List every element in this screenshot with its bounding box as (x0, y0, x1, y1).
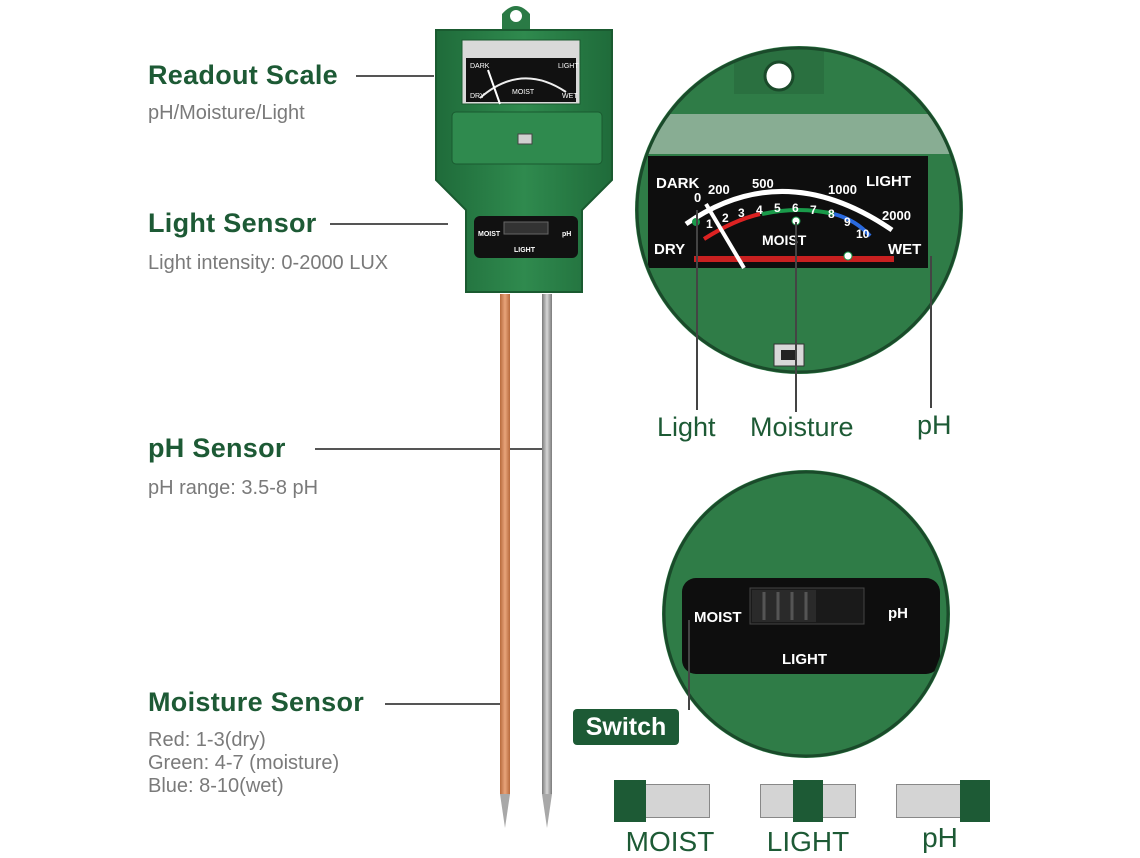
steel-probe (542, 294, 552, 794)
lux-tick-2000: 2000 (882, 208, 911, 223)
mini-switch-slider[interactable] (503, 221, 549, 235)
moist-tick-10: 10 (856, 227, 870, 241)
zoom-dark-label: DARK (656, 175, 699, 192)
mini-scale-arc (479, 77, 567, 99)
position-moist-label: MOIST (625, 826, 715, 857)
zoom-wet-label: WET (888, 241, 921, 258)
position-moist-diagram (614, 780, 710, 822)
moist-tick-6: 6 (792, 201, 799, 215)
ph-marker-dot (843, 251, 853, 261)
moist-tick-9: 9 (844, 215, 851, 229)
mini-switch-ph: pH (562, 231, 571, 238)
zoom-hanger-hole (763, 60, 795, 92)
hanger-hole (510, 10, 522, 22)
mini-needle (487, 69, 501, 105)
switch-callout-badge: Switch (573, 709, 679, 745)
moisture-sensor-leader (385, 703, 503, 705)
position-light-label: LIGHT (766, 826, 850, 857)
position-ph-label: pH (922, 822, 958, 853)
position-light-diagram (760, 780, 856, 822)
lux-tick-0: 0 (694, 190, 701, 205)
zoom-switch-plate (682, 578, 940, 674)
mini-light-label: LIGHT (558, 63, 579, 70)
position-light-knob (793, 780, 823, 822)
zoom-switch-light-label: LIGHT (782, 651, 827, 668)
mini-wet-label: WET (562, 93, 578, 100)
light-sensor-title: Light Sensor (148, 208, 317, 238)
zoom-switch-moist-label: MOIST (694, 609, 742, 626)
mini-switch-moist: MOIST (478, 231, 501, 238)
zoom-needle (704, 202, 746, 270)
ph-sensor-desc: pH range: 3.5-8 pH (148, 477, 319, 499)
moist-tick-5: 5 (774, 201, 781, 215)
ph-sensor-leader (315, 448, 547, 450)
zoom-switch-ph-label: pH (888, 605, 908, 622)
zoom-light-label: LIGHT (866, 173, 911, 190)
mini-dark-label: DARK (470, 63, 490, 70)
zoom-meter-circle: DARK LIGHT DRY WET MOIST 0 200 500 1000 … (635, 46, 963, 374)
switch-callout-line (688, 620, 690, 710)
mini-moist-label: MOIST (512, 89, 535, 96)
zoom-dry-label: DRY (654, 241, 685, 258)
readout-scale-title: Readout Scale (148, 60, 338, 90)
ph-callout-label: pH (917, 410, 952, 440)
light-sensor-chip (517, 133, 533, 145)
position-moist-knob (614, 780, 646, 822)
copper-probe (500, 294, 510, 794)
moist-tick-3: 3 (738, 206, 745, 220)
wet-band-blue (833, 212, 872, 238)
moist-tick-2: 2 (722, 211, 729, 225)
moist-tick-labels: 1 2 3 4 5 6 7 8 9 10 (706, 201, 870, 241)
moist-tick-7: 7 (810, 203, 817, 217)
light-callout-label: Light (657, 412, 716, 442)
light-callout-line (696, 210, 698, 410)
position-ph-knob (960, 780, 990, 822)
zoom-moist-label: MOIST (762, 232, 807, 248)
zoom-chip-core (781, 350, 797, 360)
readout-scale-desc: pH/Moisture/Light (148, 102, 305, 124)
moist-tick-1: 1 (706, 217, 713, 231)
lux-tick-500: 500 (752, 176, 774, 191)
moisture-callout-label: Moisture (750, 412, 854, 442)
zoom-window-glass (637, 114, 961, 154)
zoom-switch-circle: MOIST pH LIGHT (662, 470, 950, 758)
light-sensor-desc: Light intensity: 0-2000 LUX (148, 252, 389, 274)
ph-callout-line (930, 256, 932, 408)
moist-band-green (761, 208, 835, 216)
mini-switch-light: LIGHT (514, 247, 536, 254)
steel-probe-tip (542, 794, 552, 828)
soil-meter-illustration: DARK LIGHT DRY WET MOIST MOIST pH LIGHT (435, 6, 613, 828)
lux-tick-1000: 1000 (828, 182, 857, 197)
moisture-sensor-desc-red: Red: 1-3(dry) (148, 729, 266, 751)
ph-sensor-title: pH Sensor (148, 433, 286, 463)
moisture-sensor-title: Moisture Sensor (148, 687, 365, 717)
light-sensor-leader (330, 223, 448, 225)
mini-dry-label: DRY (470, 93, 485, 100)
moisture-sensor-desc-blue: Blue: 8-10(wet) (148, 775, 284, 797)
moist-tick-8: 8 (828, 207, 835, 221)
moisture-callout-line (795, 222, 797, 412)
zoom-meter-rim (635, 46, 963, 374)
position-ph-diagram (896, 780, 992, 822)
zoom-switch-rim (662, 470, 950, 758)
lux-tick-200: 200 (708, 182, 730, 197)
readout-scale-leader (356, 75, 434, 77)
dry-band-red (702, 212, 761, 241)
copper-probe-tip (500, 794, 510, 828)
moisture-sensor-desc-green: Green: 4-7 (moisture) (148, 752, 340, 774)
mini-switch-plate (474, 216, 578, 258)
moist-tick-4: 4 (756, 203, 763, 217)
bottom-red-band (694, 256, 894, 262)
